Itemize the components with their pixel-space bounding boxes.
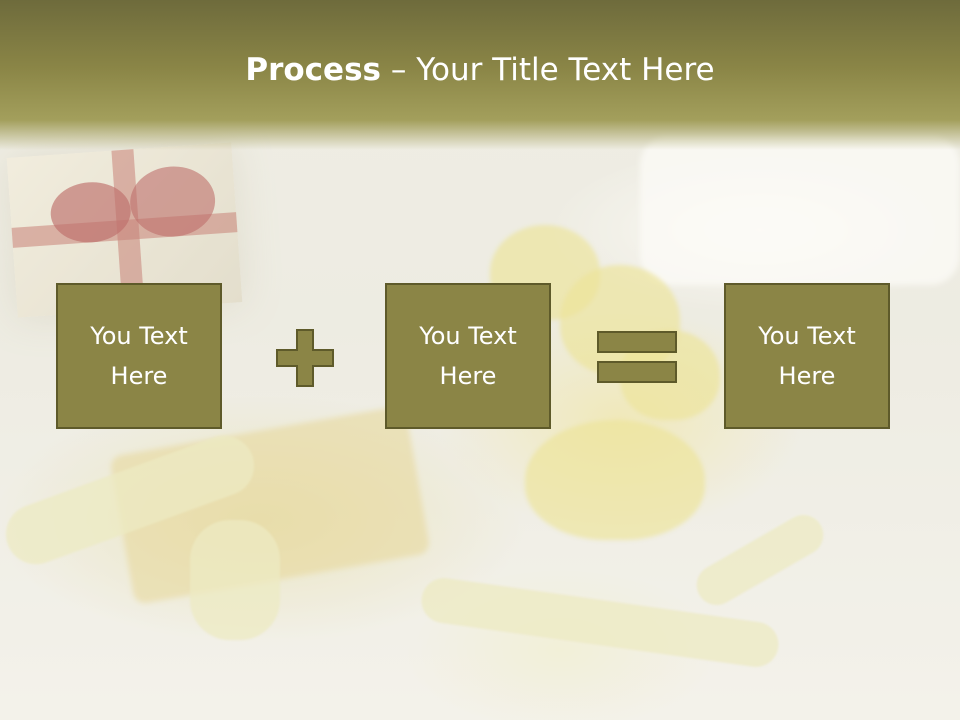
box-text-line1: You Text xyxy=(419,322,517,350)
equals-icon xyxy=(597,331,677,383)
title-band xyxy=(0,0,960,150)
box-text-line2: Here xyxy=(778,362,836,390)
ribbon xyxy=(190,520,280,640)
box-text-line2: Here xyxy=(439,362,497,390)
plus-icon xyxy=(276,329,334,387)
box-text-line2: Here xyxy=(110,362,168,390)
tulip xyxy=(525,420,705,540)
lace-fabric xyxy=(640,135,960,285)
title-bold: Process xyxy=(245,52,381,88)
box-text-line1: You Text xyxy=(758,322,856,350)
box-text-line1: You Text xyxy=(90,322,188,350)
title-rest: – Your Title Text Here xyxy=(381,52,715,88)
slide-title: Process – Your Title Text Here xyxy=(0,52,960,88)
